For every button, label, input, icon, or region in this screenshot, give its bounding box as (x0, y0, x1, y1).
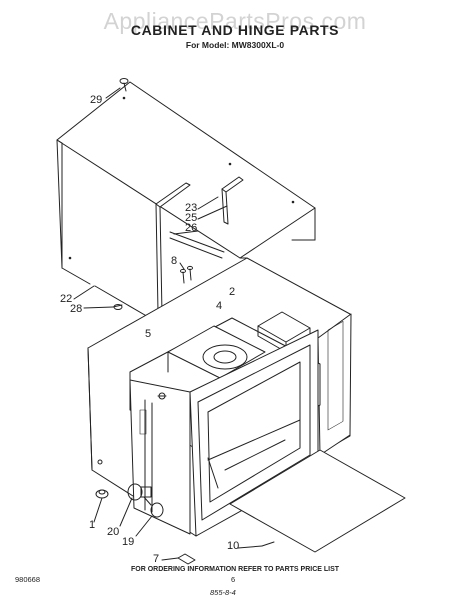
screw-29 (105, 78, 129, 99)
foot-1 (93, 489, 109, 523)
page-title: CABINET AND HINGE PARTS (130, 22, 340, 38)
watermark: AppliancePartsPros.com (103, 8, 367, 34)
glass-tray-10 (229, 449, 406, 553)
hinge-strips (155, 176, 244, 315)
lamp-assembly (119, 483, 164, 537)
callout-25: 25 (185, 212, 198, 224)
drawing-code: 980668 (15, 575, 41, 584)
page-number: 6 (231, 575, 236, 584)
screws-8 (179, 262, 193, 284)
callout-7: 7 (153, 553, 160, 565)
callout-10: 10 (227, 540, 240, 552)
bracket-7 (161, 553, 196, 565)
leader-lines (73, 196, 263, 549)
callout-23: 23 (185, 202, 198, 214)
screw-28 (83, 304, 123, 310)
callout-20: 20 (107, 526, 120, 538)
handwritten-note: 855-8-4 (210, 588, 236, 597)
callout-22: 22 (60, 293, 73, 305)
callout-5: 5 (145, 328, 152, 340)
outer-cabinet-wrapper (56, 81, 316, 319)
callout-28: 28 (70, 303, 83, 315)
callout-26: 26 (185, 222, 198, 234)
model-subtitle: For Model: MW8300XL-0 (185, 40, 285, 50)
callout-19: 19 (122, 536, 135, 548)
callout-1: 1 (89, 519, 96, 531)
callout-4: 4 (216, 300, 223, 312)
back-panel (317, 313, 352, 456)
ordering-info: FOR ORDERING INFORMATION REFER TO PARTS … (130, 566, 340, 573)
callout-2: 2 (229, 286, 236, 298)
callout-29: 29 (90, 94, 103, 106)
callout-8: 8 (171, 255, 178, 267)
